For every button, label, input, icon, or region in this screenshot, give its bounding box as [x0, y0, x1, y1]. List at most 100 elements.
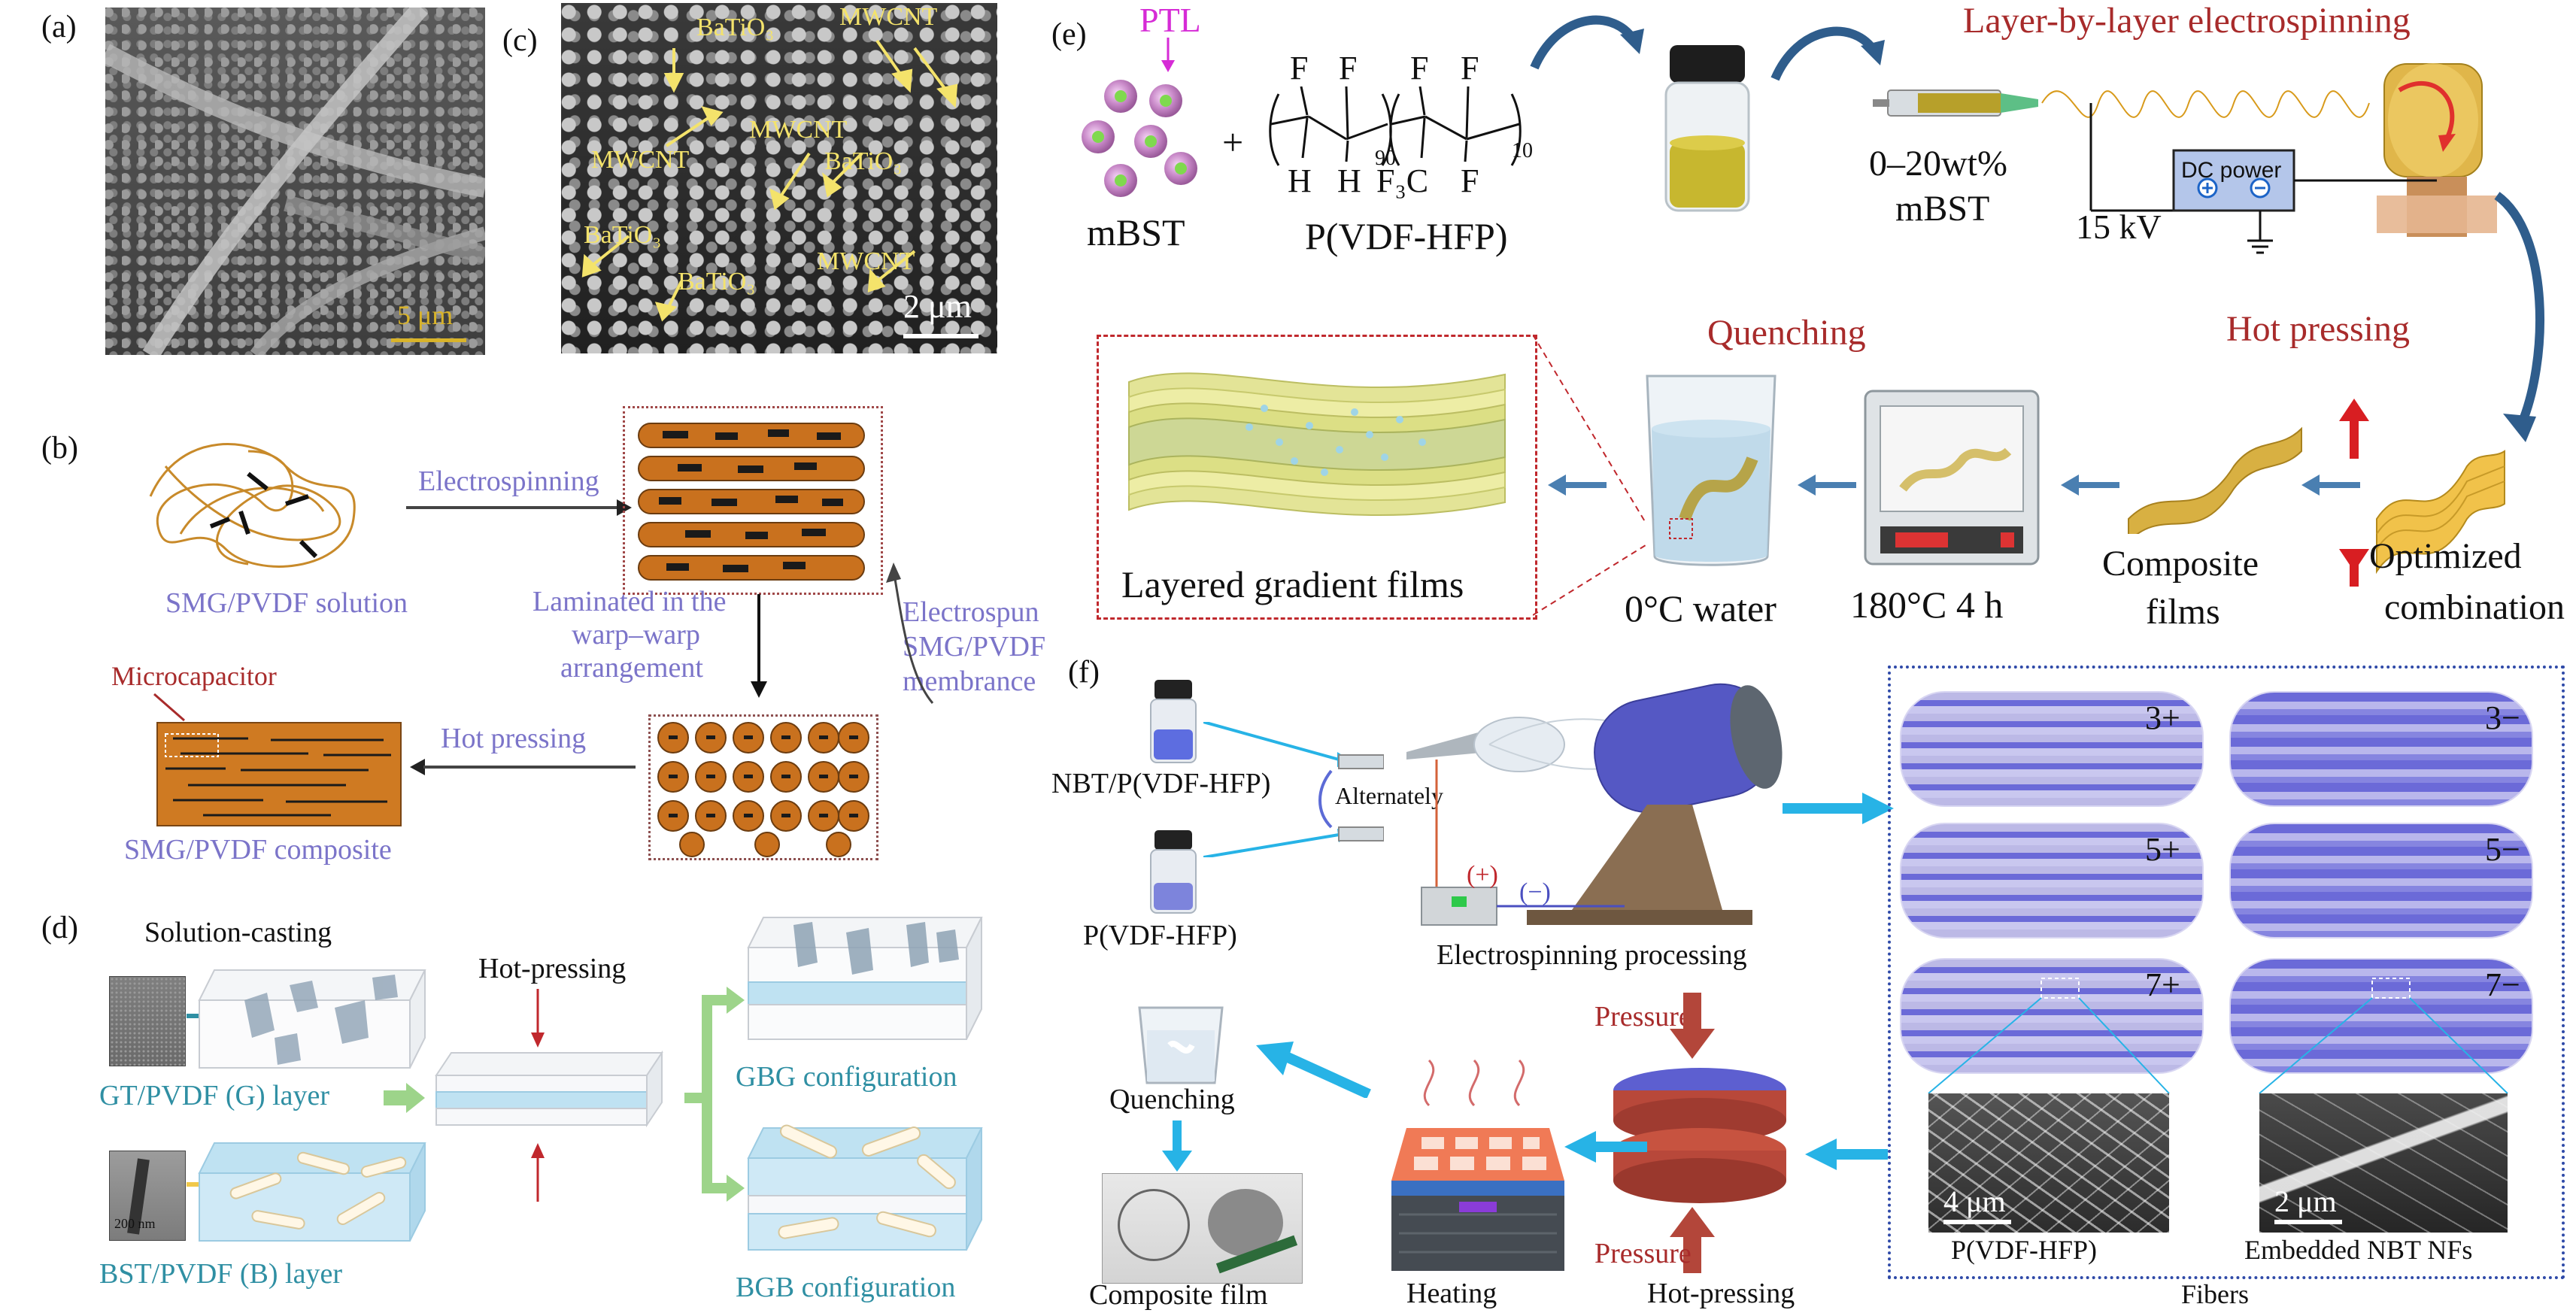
minus-electrode-label: (−) [1519, 878, 1551, 906]
layered-gradient-films-label: Layered gradient films [1121, 563, 1464, 605]
formula-f-3: F [1410, 50, 1429, 86]
smg-pvdf-composite-block [156, 722, 402, 826]
panel-c-label-batio3-3: BaTiO₃ [584, 221, 662, 249]
solution-casting-label: Solution-casting [144, 917, 332, 948]
pressure-up-arrow [1670, 1207, 1715, 1273]
gbg-configuration-graphic [747, 917, 983, 1040]
config-7minus-label: 7− [2485, 966, 2520, 1003]
sem-right-scale-label: 2 μm [2274, 1184, 2337, 1218]
bst-tem-thumbnail: 200 nm [109, 1151, 186, 1241]
microcapacitor-pointer [153, 693, 185, 722]
sem-zoom-lines [1928, 978, 2508, 1094]
zoom-lines [1533, 335, 1646, 616]
sem-right-caption: Embedded NBT NFs [2244, 1235, 2473, 1265]
composite-film-label: Composite film [1089, 1279, 1268, 1311]
gt-sem-thumbnail [109, 976, 186, 1066]
electrospun-membrane-box [623, 406, 883, 595]
panel-b-label: (b) [41, 431, 78, 465]
kv-label: 15 kV [2076, 208, 2162, 246]
g-layer-label: GT/PVDF (G) layer [99, 1080, 330, 1111]
config-3minus-label: 3− [2485, 699, 2520, 736]
config-7minus-graphic [2229, 958, 2533, 1074]
quenching-label-e: Quenching [1707, 313, 1866, 353]
optimized-line-2: combination [2384, 587, 2565, 627]
electrospinning-label-b: Electrospinning [418, 465, 599, 497]
panel-c-label-mwcnt-4: MWCNT [817, 247, 915, 275]
formula-bonds [1269, 86, 1522, 166]
panel-c-label-batio3-4: BaTiO₃ [678, 268, 756, 296]
laminated-line-3: arrangement [560, 652, 703, 684]
arrow-oven-to-beaker [1798, 475, 1856, 496]
quench-beaker [1138, 1006, 1224, 1084]
hot-pressing-label-f: Hot-pressing [1647, 1278, 1795, 1309]
alternately-label: Alternately [1335, 782, 1443, 809]
config-5minus-label: 5− [2485, 831, 2520, 868]
electrospinning-processing-label: Electrospinning processing [1437, 939, 1747, 971]
panel-c-sem-image: BaTiO₃ MWCNT MWCNT BaTiO₃ MWCNT BaTiO₃ M… [561, 3, 997, 353]
mbst-particles [1082, 80, 1197, 197]
d-to-stack-arrow [384, 1083, 425, 1113]
panel-c-label: (c) [502, 23, 538, 58]
arrow-press-to-heating [1564, 1131, 1647, 1163]
smg-pvdf-solution-graphic [149, 443, 356, 568]
smg-pvdf-solution-label: SMG/PVDF solution [165, 587, 408, 619]
sem-left-caption: P(VDF-HFP) [1951, 1235, 2098, 1265]
pressure-bottom-label: Pressure [1594, 1238, 1692, 1269]
panel-a-label: (a) [41, 10, 77, 44]
config-5plus-label: 5+ [2145, 831, 2180, 868]
arrow-heating-to-quench [1256, 1042, 1371, 1098]
sem-embedded-nbt-fibers: 2 μm [2259, 1093, 2508, 1233]
arrow-fibers-to-press [1805, 1139, 1888, 1170]
pressure-top-label: Pressure [1594, 1001, 1692, 1033]
optimized-line-1: Optimized [2369, 536, 2522, 576]
plus-electrode-label: (+) [1467, 861, 1498, 889]
config-3plus-label: 3+ [2145, 699, 2180, 736]
mbst-label: mBST [1087, 211, 1185, 253]
oven-label: 180°C 4 h [1850, 584, 2004, 626]
hot-pressed-stack [435, 1050, 663, 1128]
fibers-box: 3+ 3− 5+ 5− 7+ 7− 4 μm 2 μm P(VDF-HFP) E… [1888, 666, 2565, 1279]
pvdf-hfp-label-f: P(VDF-HFP) [1083, 920, 1237, 951]
hot-pressing-label-b: Hot pressing [441, 723, 587, 754]
formula-f3c: F₃C [1376, 162, 1429, 199]
panel-e-label: (e) [1051, 17, 1087, 52]
heating-label: Heating [1406, 1278, 1497, 1309]
pvdf-hfp-formula: F F F F 90 10 H H F₃C F [1264, 41, 1564, 214]
laminate-down-arrow [751, 594, 767, 698]
quenching-beaker [1646, 374, 1776, 566]
ptl-arrow [1161, 38, 1175, 72]
curved-arrow-1 [1530, 15, 1644, 70]
gbg-configuration-label: GBG configuration [736, 1061, 957, 1093]
smg-pvdf-composite-label: SMG/PVDF composite [124, 834, 392, 866]
config-3minus-graphic [2229, 691, 2533, 807]
dc-power-label: DC power [2181, 158, 2282, 183]
pvdf-hfp-label-e: P(VDF-HFP) [1305, 215, 1508, 257]
panel-c-arrows [581, 39, 958, 322]
membrane-line-2: SMG/PVDF [903, 631, 1046, 663]
pressure-down-arrow [1670, 993, 1715, 1059]
optimized-stack-graphic [2339, 399, 2505, 587]
layered-films-graphic [1128, 372, 1506, 517]
tem-scale-label: 200 nm [114, 1216, 156, 1231]
composite-film-photo [1102, 1173, 1303, 1284]
config-5minus-graphic [2229, 823, 2533, 939]
config-7plus-label: 7+ [2145, 966, 2180, 1003]
laminated-line-2: warp–warp [572, 619, 700, 650]
membrane-line-1: Electrospun [903, 596, 1039, 628]
sem-right-scale-bar [2274, 1220, 2342, 1224]
config-7plus-graphic [1900, 958, 2204, 1074]
microcapacitor-label: Microcapacitor [111, 661, 277, 691]
composite-films-graphic [2128, 426, 2302, 534]
panel-c-label-mwcnt-1: MWCNT [839, 3, 938, 31]
formula-f-4: F [1461, 50, 1479, 86]
panel-c-scale-bar [903, 334, 979, 338]
arrow-to-layered [1548, 475, 1607, 496]
e-right-curve-arrow [2494, 192, 2545, 442]
lbl-electrospinning-title: Layer-by-layer electrospinning [1963, 1, 2411, 41]
panel-a-scale-bar [391, 338, 466, 342]
formula-f-2: F [1339, 50, 1358, 86]
composite-films-line-2: films [2146, 592, 2220, 632]
formula-h-2: H [1337, 162, 1361, 199]
syringe-setup [1203, 722, 1384, 857]
panel-c-label-batio3-2: BaTiO₃ [824, 147, 903, 175]
